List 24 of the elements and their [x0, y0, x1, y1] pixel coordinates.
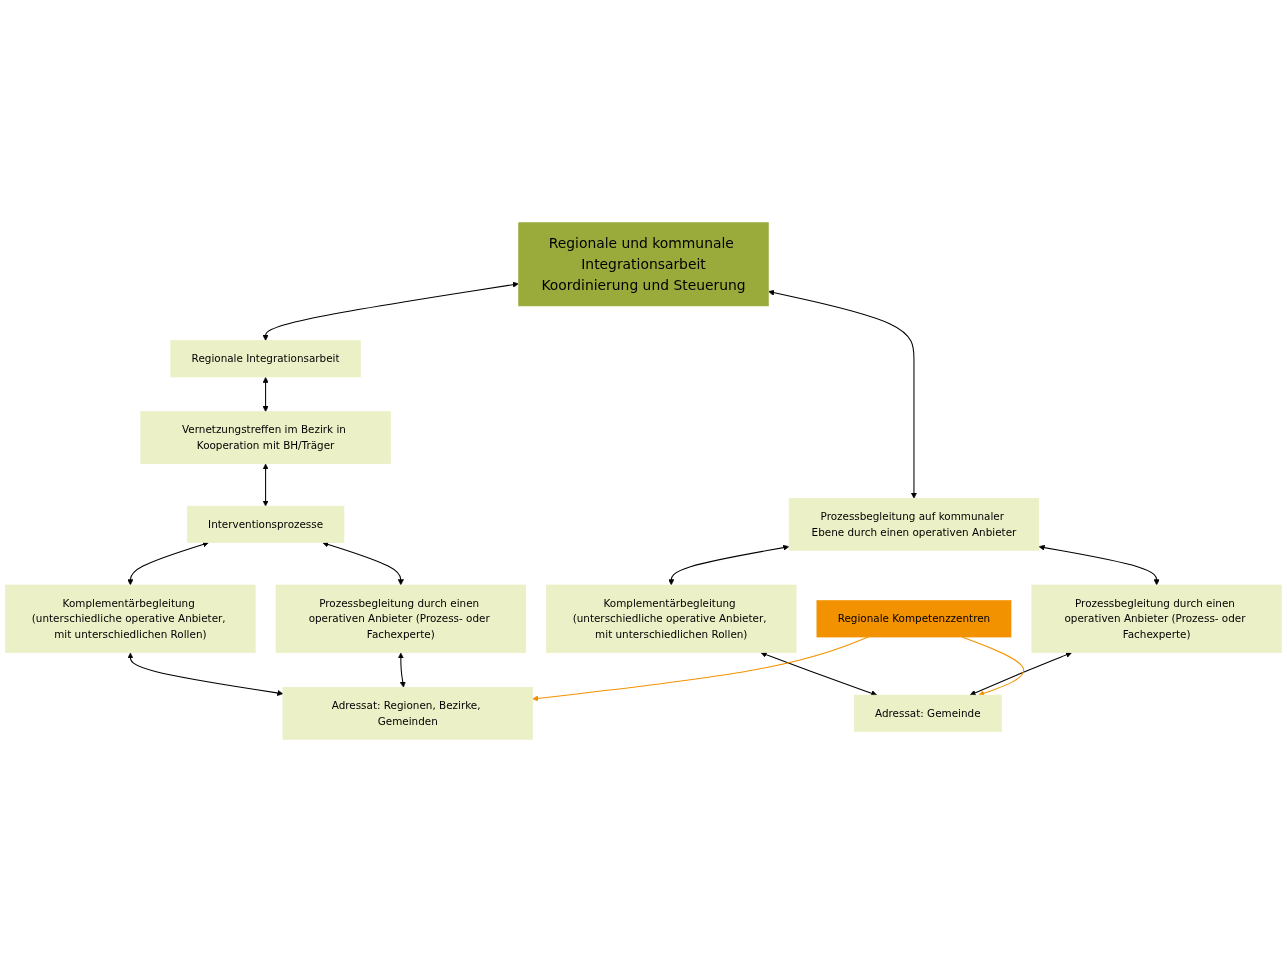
- arrow: [322, 541, 404, 586]
- arrow: [668, 544, 790, 586]
- arrow: [127, 652, 284, 696]
- node-box: Komplementärbegleitung (unterschiedliche operative Anbieter, mit unterschiedlichen Rollen): [5, 584, 256, 653]
- node-box: Regionale Kompetenzzentren: [816, 600, 1012, 638]
- node-box: Vernetzungstreffen im Bezirk in Kooperation mit BH/Träger: [140, 411, 391, 464]
- arrow: [969, 651, 1072, 696]
- arrow: [1038, 544, 1160, 586]
- arrow: [262, 463, 269, 507]
- arrow: [397, 652, 406, 688]
- arrow: [262, 281, 519, 341]
- arrow: [768, 289, 917, 499]
- node-box: Regionale Integrationsarbeit: [170, 340, 361, 378]
- node-box: Prozessbegleitung durch einen operativen Anbieter (Prozess- oder Fachexperte): [275, 584, 526, 653]
- node-box: Adressat: Gemeinde: [853, 694, 1002, 732]
- arrow: [760, 651, 878, 697]
- node-box: Adressat: Regionen, Bezirke, Gemeinden: [282, 686, 533, 740]
- node-box: Regionale und kommunale Integrationsarbeit Koordinierung und Steuerung: [518, 222, 769, 307]
- node-box: Prozessbegleitung auf kommunaler Ebene durch einen operativen Anbieter: [788, 498, 1040, 551]
- arrow: [262, 377, 269, 412]
- node-box: Komplementärbegleitung (unterschiedliche operative Anbieter, mit unterschiedlichen Rollen): [546, 584, 797, 653]
- node-box: Interventionsprozesse: [186, 505, 345, 543]
- arrow: [127, 541, 209, 586]
- node-box: Prozessbegleitung durch einen operativen Anbieter (Prozess- oder Fachexperte): [1031, 584, 1282, 653]
